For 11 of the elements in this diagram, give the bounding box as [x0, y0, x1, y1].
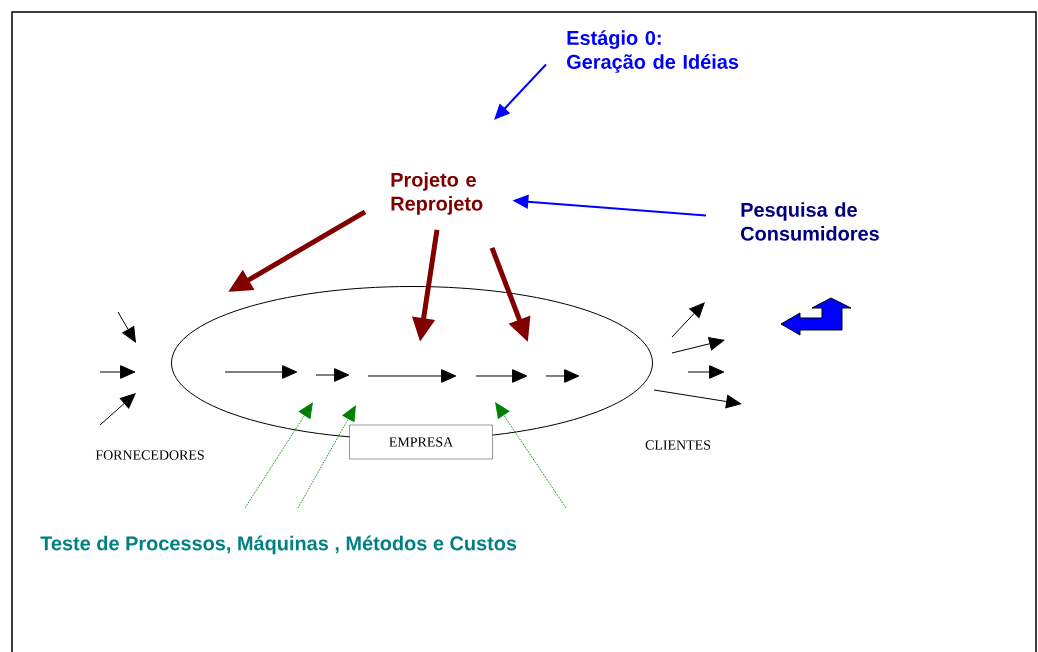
company-box: EMPRESA: [349, 424, 493, 460]
process-label: Pesquisa de Consumidores: [741, 202, 879, 241]
arrow: [297, 405, 356, 509]
process-label: Projeto e Reprojeto: [391, 172, 483, 215]
label: FORNECEDORES: [95, 450, 204, 460]
stage-heading: Estágio 0: Geração de Idéias: [567, 30, 739, 73]
test-label: Teste de Processos, Máquinas , Métodos e Custos: [40, 535, 517, 555]
arrow: [494, 63, 547, 120]
arrow: [495, 402, 567, 509]
label: CLIENTES: [645, 440, 711, 450]
arrow: [244, 402, 313, 509]
